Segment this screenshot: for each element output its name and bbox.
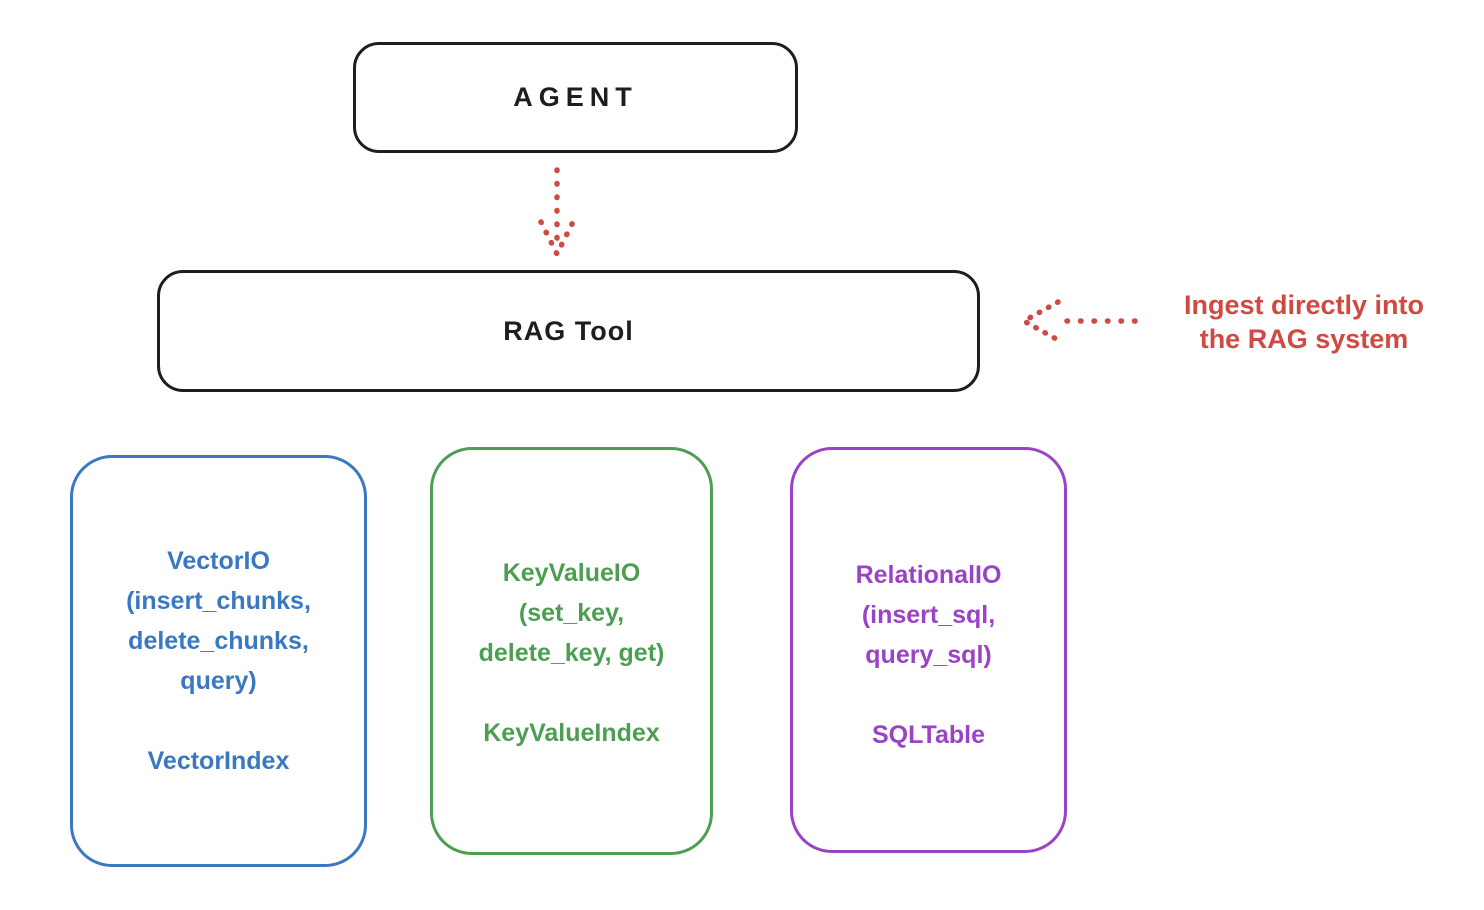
keyvalue-index-label: KeyValueIndex <box>483 719 660 747</box>
relational-io-line: (insert_sql, <box>861 601 996 629</box>
relational-io-line: query_sql) <box>865 641 992 669</box>
ingest-annotation-line2: the RAG system <box>1199 324 1409 354</box>
sql-table-label: SQLTable <box>872 721 985 749</box>
vector-io-line: delete_chunks, <box>128 627 309 655</box>
rag-tool-node: RAG Tool <box>157 270 980 392</box>
keyvalue-io-line: (set_key, <box>518 599 625 627</box>
annotation-to-rag-arrow-head <box>1021 299 1061 343</box>
rag-tool-label: RAG Tool <box>503 315 634 346</box>
agent-label: AGENT <box>513 82 638 112</box>
vector-io-line: query) <box>180 667 257 695</box>
agent-to-rag-arrow-head <box>538 219 576 257</box>
agent-node: AGENT <box>353 42 798 153</box>
vector-io-line: (insert_chunks, <box>126 587 311 615</box>
ingest-annotation-line1: Ingest directly into <box>1183 290 1425 320</box>
relational-io-node: RelationalIO (insert_sql, query_sql) SQL… <box>790 447 1067 853</box>
keyvalue-io-line: KeyValueIO <box>502 559 641 587</box>
keyvalue-io-node: KeyValueIO (set_key, delete_key, get) Ke… <box>430 447 713 855</box>
ingest-annotation: Ingest directly into the RAG system <box>1130 288 1478 356</box>
vector-index-label: VectorIndex <box>147 747 290 775</box>
keyvalue-io-line: delete_key, get) <box>478 639 665 667</box>
vector-io-line: VectorIO <box>167 547 270 575</box>
relational-io-line: RelationalIO <box>855 561 1002 589</box>
vector-io-node: VectorIO (insert_chunks, delete_chunks, … <box>70 455 367 867</box>
